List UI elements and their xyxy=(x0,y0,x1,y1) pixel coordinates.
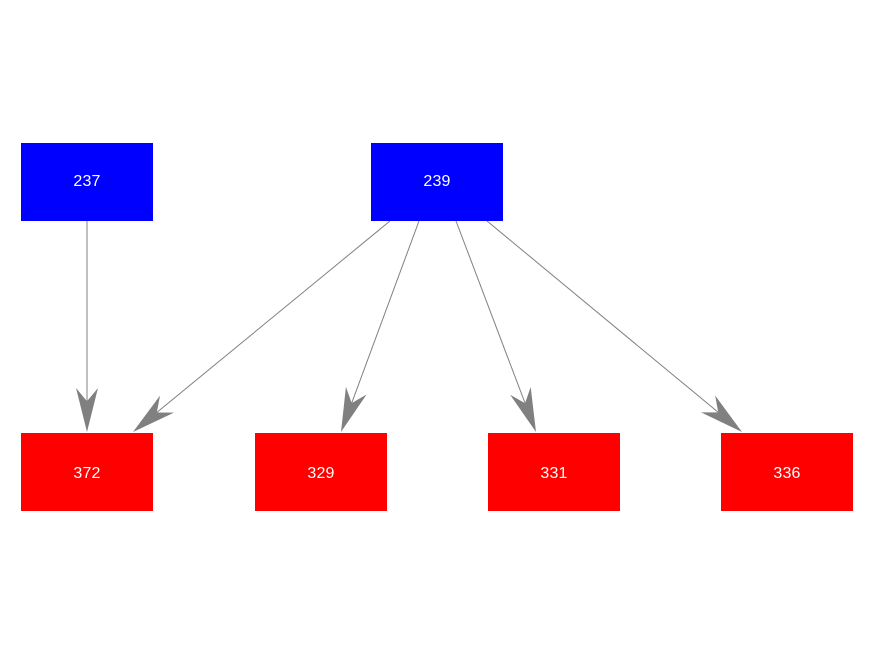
node-label: 329 xyxy=(307,465,335,482)
edge-line xyxy=(154,220,391,415)
edge-line xyxy=(455,220,527,406)
arrowhead-icon xyxy=(133,395,174,432)
arrowhead-icon xyxy=(510,386,536,432)
graph-node-329[interactable]: 329 xyxy=(255,433,387,511)
arrowhead-icon xyxy=(341,386,367,432)
node-label: 237 xyxy=(73,173,101,190)
node-label: 331 xyxy=(540,465,568,482)
node-label: 372 xyxy=(73,465,101,482)
graph-node-239[interactable]: 239 xyxy=(371,143,503,221)
edge-line xyxy=(486,220,721,415)
graph-node-336[interactable]: 336 xyxy=(721,433,853,511)
graph-node-331[interactable]: 331 xyxy=(488,433,620,511)
edge-line xyxy=(350,220,420,406)
arrowhead-icon xyxy=(76,388,98,432)
node-label: 336 xyxy=(773,465,801,482)
graph-node-372[interactable]: 372 xyxy=(21,433,153,511)
graph-node-237[interactable]: 237 xyxy=(21,143,153,221)
node-label: 239 xyxy=(423,173,451,190)
arrowhead-icon xyxy=(701,395,742,432)
